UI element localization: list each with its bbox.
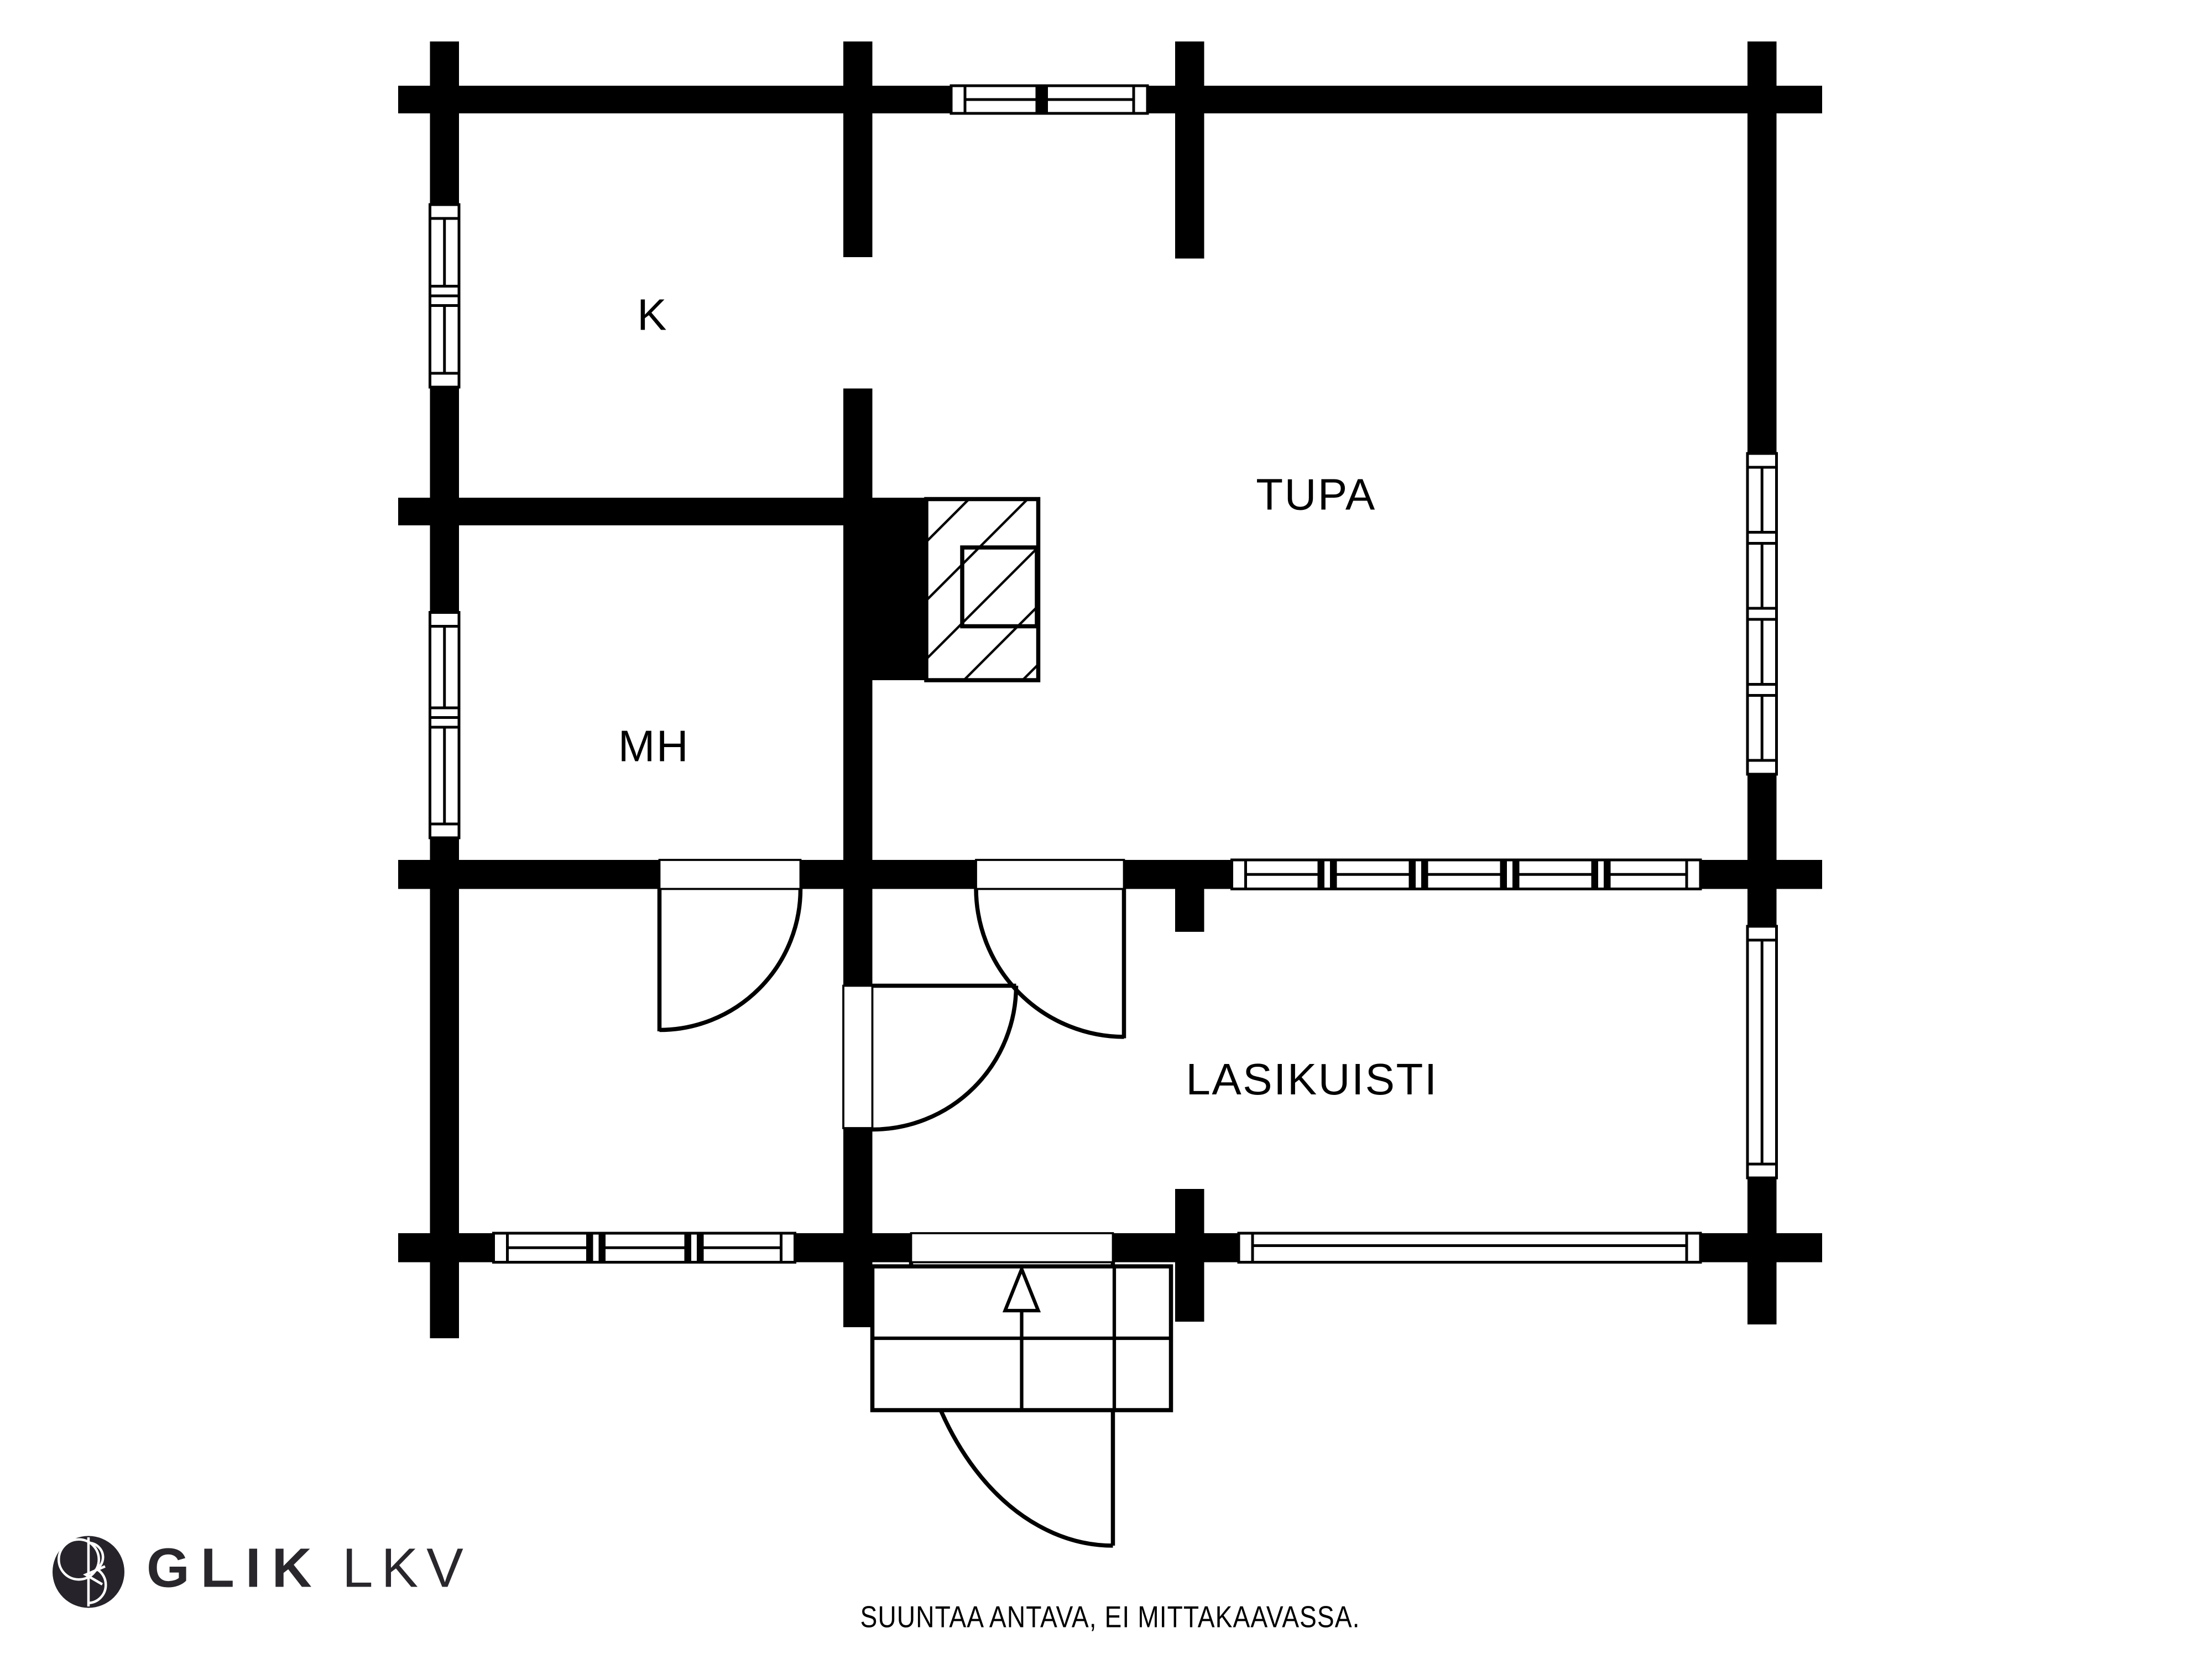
room-label-lasikuisti: LASIKUISTI — [1186, 1054, 1438, 1104]
wall-stub-segment — [1175, 889, 1204, 932]
door-mh — [657, 859, 803, 1032]
direction-arrow-head — [1002, 1264, 1041, 1313]
brand-name-primary: GLIK — [147, 1538, 323, 1599]
exterior-and-interior-walls — [398, 41, 1822, 1338]
door-tupa-lasikuisti — [974, 859, 1126, 1039]
wall-middle-segment — [800, 860, 976, 889]
window-top-wall — [950, 84, 1149, 115]
wall-left-segment — [430, 387, 459, 613]
chimney-hatched-area — [924, 497, 1041, 682]
brand-name-secondary: LKV — [342, 1538, 472, 1599]
entrance-stairs — [870, 1264, 1173, 1412]
window-bottom-lasikuisti — [1237, 1232, 1702, 1264]
window-bottom-left — [492, 1232, 796, 1264]
wall-hall-segment — [843, 388, 873, 498]
brand-logo-text: GLIK LKV — [147, 1538, 472, 1601]
window-mh-left — [429, 611, 461, 839]
window-lasikuisti-right — [1746, 925, 1778, 1180]
chimney-solid-block — [843, 498, 926, 680]
wall-right-segment — [1747, 774, 1777, 926]
wall-stub-segment — [1175, 1189, 1204, 1322]
door-hall — [842, 983, 1019, 1132]
wall-left-segment — [430, 838, 459, 1338]
wall-hall-segment — [843, 41, 873, 257]
fireplace-chimney — [843, 497, 1041, 682]
window-band-middle-wall — [1230, 858, 1702, 890]
window-tupa-right — [1746, 452, 1778, 776]
wall-left-segment — [430, 41, 459, 205]
room-label-mh: MH — [618, 721, 690, 771]
wall-right-segment — [1747, 41, 1777, 453]
wall-hall-segment — [843, 680, 873, 986]
wall-hall-segment — [843, 1128, 873, 1327]
wall-right-segment — [1747, 1178, 1777, 1324]
wall-stub-segment — [1175, 41, 1204, 259]
room-label-k: K — [637, 289, 668, 340]
chimney-flue-outline — [960, 545, 1039, 629]
wall-k-mh — [398, 498, 873, 525]
room-label-tupa: TUPA — [1256, 469, 1376, 519]
wall-middle-segment — [1124, 860, 1232, 889]
glik-logo-icon — [53, 1536, 124, 1608]
window-k-left — [429, 203, 461, 389]
disclaimer-text: SUUNTAA ANTAVA, EI MITTAKAAVASSA. — [860, 1599, 1360, 1635]
